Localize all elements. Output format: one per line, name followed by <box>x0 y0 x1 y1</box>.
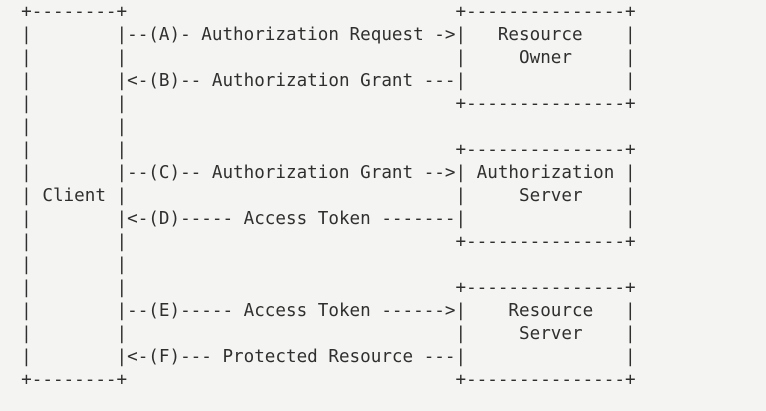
ascii-protocol-flow-diagram: +--------+ +---------------+ | |--(A)- A… <box>21 2 636 390</box>
